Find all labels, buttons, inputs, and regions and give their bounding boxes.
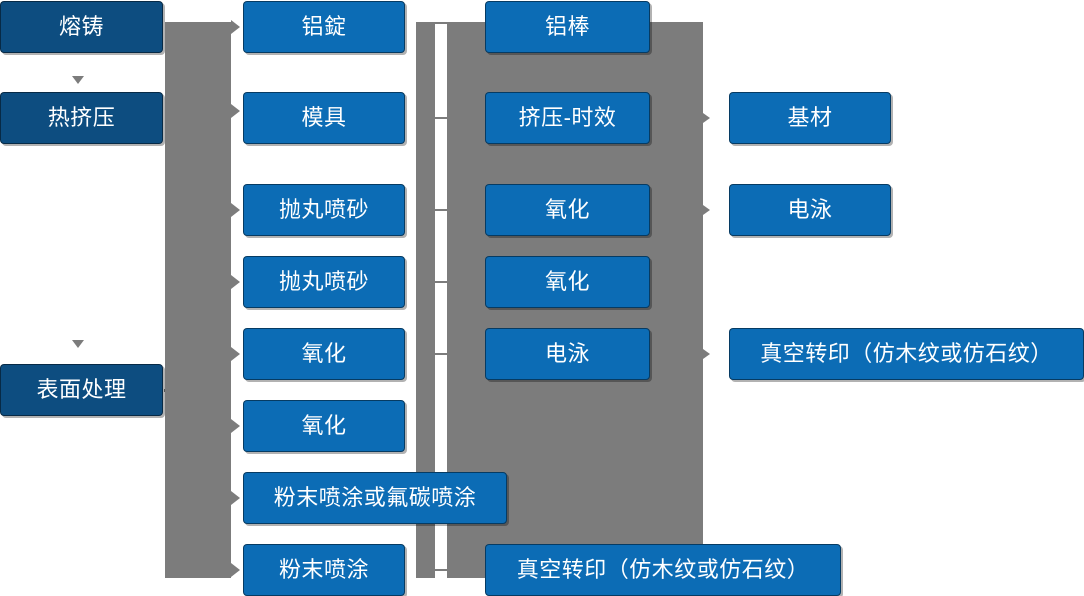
treatment-box-label: 氧化 bbox=[544, 196, 590, 222]
stage-box-label: 表面处理 bbox=[36, 376, 127, 402]
connector-arrow-mold bbox=[231, 104, 240, 118]
connector-tick-row-6 bbox=[435, 569, 449, 571]
process-box-mold[interactable]: 模具 bbox=[243, 92, 405, 144]
process-box-label: 氧化 bbox=[301, 340, 347, 366]
process-box-label: 粉末喷涂或氟碳喷涂 bbox=[273, 484, 477, 510]
treatment-box-label: 真空转印（仿木纹或仿石纹） bbox=[516, 556, 810, 582]
treatment-box-extrusion-aging[interactable]: 挤压-时效 bbox=[485, 92, 650, 144]
treatment-box-label: 电泳 bbox=[544, 340, 590, 366]
output-stem-substrate bbox=[694, 116, 706, 119]
connector-arrow-powder-1 bbox=[231, 491, 240, 505]
connector-tick-row-5 bbox=[435, 353, 449, 355]
output-box-electrophoresis[interactable]: 电泳 bbox=[729, 184, 891, 236]
process-box-label: 抛丸喷砂 bbox=[278, 196, 369, 222]
stage-box-melting-casting[interactable]: 熔铸 bbox=[0, 1, 163, 53]
connector-arrow-powder-2 bbox=[231, 563, 240, 577]
process-box-powder-or-fluorocarbon-coating[interactable]: 粉末喷涂或氟碳喷涂 bbox=[243, 472, 507, 524]
connector-tick-row-4 bbox=[435, 281, 449, 283]
process-box-powder-coating[interactable]: 粉末喷涂 bbox=[243, 544, 405, 596]
stage-arrow-down-extrude-to-surface bbox=[72, 340, 84, 348]
process-box-shot-blasting-2[interactable]: 抛丸喷砂 bbox=[243, 256, 405, 308]
process-box-label: 抛丸喷砂 bbox=[278, 268, 369, 294]
process-box-label: 氧化 bbox=[301, 412, 347, 438]
output-stem-transfer bbox=[694, 352, 706, 355]
stage-arrow-down-melt-to-extrude bbox=[72, 76, 84, 84]
process-box-aluminum-ingot[interactable]: 铝錠 bbox=[243, 1, 405, 53]
treatment-box-oxidation-2[interactable]: 氧化 bbox=[485, 256, 650, 308]
output-box-substrate[interactable]: 基材 bbox=[729, 92, 891, 144]
connector-arrow-blast-1 bbox=[231, 203, 240, 217]
treatment-box-label: 铝棒 bbox=[544, 13, 590, 39]
output-stem-electro bbox=[694, 208, 706, 211]
output-arrow-transfer bbox=[703, 349, 710, 359]
process-box-oxidation-1[interactable]: 氧化 bbox=[243, 328, 405, 380]
connector-tick-row-1 bbox=[435, 22, 449, 24]
output-arrow-electro bbox=[703, 205, 710, 215]
output-box-vacuum-transfer-print[interactable]: 真空转印（仿木纹或仿石纹） bbox=[729, 328, 1084, 380]
process-box-shot-blasting-1[interactable]: 抛丸喷砂 bbox=[243, 184, 405, 236]
connector-tick-row-2 bbox=[435, 117, 449, 119]
connector-band-left bbox=[165, 22, 231, 578]
process-box-label: 铝錠 bbox=[301, 13, 347, 39]
treatment-box-vacuum-transfer-print[interactable]: 真空转印（仿木纹或仿石纹） bbox=[485, 544, 841, 596]
output-arrow-substrate bbox=[703, 113, 710, 123]
treatment-box-aluminum-bar[interactable]: 铝棒 bbox=[485, 1, 650, 53]
connector-arrow-ingot bbox=[231, 20, 240, 34]
treatment-box-label: 氧化 bbox=[544, 268, 590, 294]
connector-arrow-oxid-2 bbox=[231, 419, 240, 433]
stage-box-hot-extrusion[interactable]: 热挤压 bbox=[0, 92, 163, 144]
stage-box-label: 热挤压 bbox=[47, 104, 116, 130]
process-box-oxidation-2[interactable]: 氧化 bbox=[243, 400, 405, 452]
output-box-label: 电泳 bbox=[787, 196, 833, 222]
treatment-box-oxidation-1[interactable]: 氧化 bbox=[485, 184, 650, 236]
connector-tick-row-3 bbox=[435, 209, 449, 211]
connector-arrow-blast-2 bbox=[231, 275, 240, 289]
output-box-label: 基材 bbox=[787, 104, 833, 130]
connector-band-narrow bbox=[416, 22, 435, 578]
stage-stem-surface bbox=[164, 389, 194, 392]
process-box-label: 模具 bbox=[301, 104, 347, 130]
output-box-label: 真空转印（仿木纹或仿石纹） bbox=[760, 340, 1053, 366]
process-box-label: 粉末喷涂 bbox=[278, 556, 369, 582]
connector-arrow-oxid-1 bbox=[231, 347, 240, 361]
treatment-box-label: 挤压-时效 bbox=[518, 104, 617, 130]
stage-box-label: 熔铸 bbox=[58, 13, 104, 39]
treatment-box-electrophoresis[interactable]: 电泳 bbox=[485, 328, 650, 380]
stage-box-surface-treatment[interactable]: 表面处理 bbox=[0, 364, 163, 416]
